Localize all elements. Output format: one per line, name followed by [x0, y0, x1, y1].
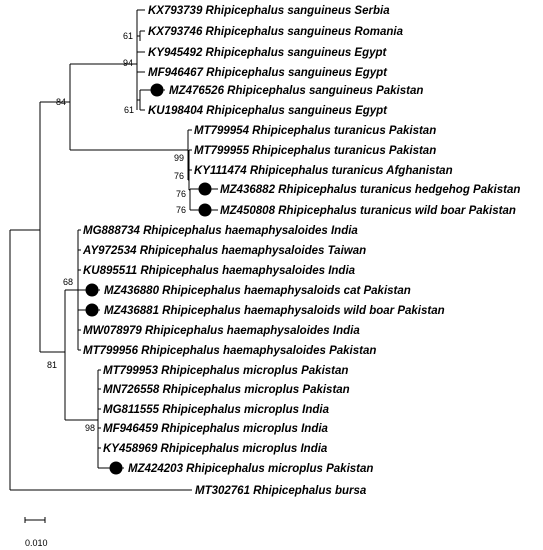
- bootstrap-value: 81: [47, 360, 57, 370]
- marker-mz424203: [109, 461, 123, 475]
- marker-mz450808: [198, 203, 212, 217]
- bootstrap-value: 61: [123, 31, 133, 41]
- bootstrap-value: 84: [56, 97, 66, 107]
- taxon-labels: KX793739 Rhipicephalus sanguineus Serbia…: [82, 5, 520, 497]
- taxon-label: MZ424203 Rhipicephalus microplus Pakista…: [128, 463, 373, 475]
- taxon-label: KX793739 Rhipicephalus sanguineus Serbia: [148, 5, 390, 17]
- marker-mz436880: [85, 283, 99, 297]
- marker-mz436881: [85, 303, 99, 317]
- bootstrap-value: 99: [174, 153, 184, 163]
- taxon-label: KX793746 Rhipicephalus sanguineus Romani…: [148, 26, 404, 38]
- bootstrap-value: 76: [176, 205, 186, 215]
- taxon-label: KU198404 Rhipicephalus sanguineus Egypt: [148, 105, 388, 117]
- taxon-label: KU895511 Rhipicephalus haemaphysaloides …: [83, 265, 356, 277]
- taxon-label: MG888734 Rhipicephalus haemaphysaloides …: [83, 225, 358, 237]
- taxon-label: MN726558 Rhipicephalus microplus Pakista…: [103, 384, 350, 396]
- taxon-label: MT302761 Rhipicephalus bursa: [195, 485, 367, 497]
- taxon-label: MZ450808 Rhipicephalus turanicus wild bo…: [220, 205, 516, 217]
- taxon-label: MT799956 Rhipicephalus haemaphysaloides …: [83, 345, 376, 357]
- taxon-label: MZ436882 Rhipicephalus turanicus hedgeho…: [220, 184, 520, 196]
- marker-mz476526: [150, 83, 164, 97]
- bootstrap-value: 68: [63, 277, 73, 287]
- bootstrap-value: 61: [124, 105, 134, 115]
- bootstrap-values: 61 94 61 84 99 76 76 76 68 81 98: [47, 31, 186, 433]
- bootstrap-value: 94: [123, 58, 133, 68]
- taxon-label: MT799953 Rhipicephalus microplus Pakista…: [103, 365, 348, 377]
- bootstrap-value: 76: [174, 171, 184, 181]
- scale-bar: 0.010: [24, 517, 48, 548]
- scale-bar-label: 0.010: [25, 538, 48, 548]
- taxon-label: MT799954 Rhipicephalus turanicus Pakista…: [194, 125, 436, 137]
- taxon-label: KY945492 Rhipicephalus sanguineus Egypt: [148, 47, 388, 59]
- taxon-label: MF946459 Rhipicephalus microplus India: [103, 423, 329, 435]
- sample-markers: [85, 83, 212, 475]
- taxon-label: KY111474 Rhipicephalus turanicus Afghani…: [194, 165, 453, 177]
- taxon-label: MG811555 Rhipicephalus microplus India: [103, 404, 330, 416]
- taxon-label: MT799955 Rhipicephalus turanicus Pakista…: [194, 145, 436, 157]
- taxon-label: MW078979 Rhipicephalus haemaphysaloides …: [83, 325, 360, 337]
- taxon-label: MZ476526 Rhipicephalus sanguineus Pakist…: [169, 85, 423, 97]
- taxon-label: MF946467 Rhipicephalus sanguineus Egypt: [148, 67, 388, 79]
- bootstrap-value: 98: [85, 423, 95, 433]
- bootstrap-value: 76: [176, 189, 186, 199]
- taxon-label: KY458969 Rhipicephalus microplus India: [103, 443, 328, 455]
- marker-mz436882: [198, 182, 212, 196]
- taxon-label: AY972534 Rhipicephalus haemaphysaloides …: [82, 245, 366, 257]
- taxon-label: MZ436880 Rhipicephalus haemaphysaloids c…: [104, 285, 411, 297]
- taxon-label: MZ436881 Rhipicephalus haemaphysaloids w…: [104, 305, 445, 317]
